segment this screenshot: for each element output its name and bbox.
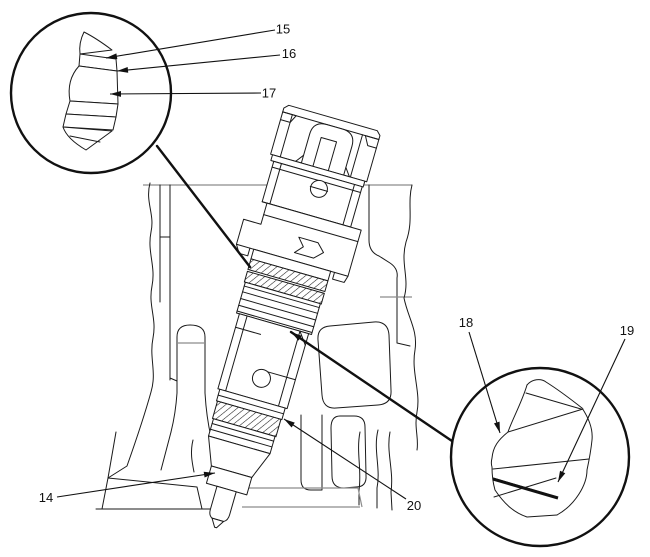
engine-left-verticals (159, 184, 178, 382)
mid-body-inner-lines (225, 315, 306, 407)
clamp-block-step (263, 214, 359, 243)
leader-line-19 (557, 338, 626, 483)
callout-label-20: 20 (407, 498, 421, 513)
solenoid-inner-lines (269, 163, 362, 226)
leader-line-20 (283, 418, 407, 500)
detail-b-connector-line (289, 330, 454, 443)
detail-circle-top-left (9, 11, 173, 175)
detail-b-mid-band-line (492, 458, 590, 470)
callout-label-15: 15 (276, 22, 290, 37)
fuel-injector (205, 104, 381, 529)
callout-14: 14 (39, 471, 216, 505)
engine-right-inner-contour (368, 184, 411, 347)
detail-a-top-wedge (79, 31, 113, 55)
nozzle-tip (209, 485, 237, 522)
detail-a-connector-line (155, 144, 252, 269)
detail-a-band-2 (68, 65, 119, 105)
leader-line-17 (109, 91, 262, 97)
callout-16: 16 (116, 46, 296, 73)
injector-band (270, 154, 366, 188)
callout-label-16: 16 (282, 46, 296, 61)
bottom-slab-right-gray (240, 487, 363, 508)
detail-b-left-outline (490, 384, 558, 518)
seal-ring-lines (236, 285, 320, 334)
right-lower-pocket (330, 415, 367, 489)
detail-circle-b-outline (449, 366, 631, 548)
detail-b-top-flap (525, 379, 583, 410)
engine-cross-section (95, 182, 419, 511)
detail-circle-bottom-right (449, 366, 631, 548)
leader-line-14 (56, 471, 216, 498)
callout-label-14: 14 (39, 490, 53, 505)
top-block-inner-verticals (279, 114, 364, 178)
leader-line-16 (116, 54, 281, 73)
callout-label-17: 17 (262, 86, 276, 101)
leader-line-15 (105, 29, 276, 60)
thread-band-upper-1 (247, 258, 329, 293)
callout-20: 20 (283, 418, 421, 513)
detail-a-inner-line (69, 135, 101, 143)
detail-b-seal-seam (492, 477, 559, 500)
center-lower-pocket (300, 414, 323, 491)
engine-left-outer-edge (107, 182, 155, 479)
leader-line-18 (468, 331, 501, 434)
callout-18: 18 (459, 315, 501, 434)
solenoid-screw-slot (309, 185, 329, 192)
engine-right-outer-edge (403, 184, 419, 451)
right-mid-pocket (317, 321, 392, 409)
lower-ring-lines-2 (209, 423, 275, 448)
callout-label-18: 18 (459, 315, 473, 330)
left-pocket (170, 324, 212, 438)
clamp-yoke-slot (312, 136, 338, 172)
top-block-corner-notches (280, 111, 380, 149)
detail-b-right-edge (556, 407, 593, 516)
callout-17: 17 (109, 86, 276, 101)
left-leg-lines (107, 431, 215, 479)
clamp-dovetail-slot (293, 236, 325, 259)
seal-ring-stack (236, 281, 321, 335)
callout-15: 15 (105, 22, 290, 60)
nozzle-tip-point (211, 517, 225, 529)
lower-ring-lines (217, 394, 285, 415)
detail-a-bottom-wedge (62, 126, 113, 151)
clamp-feet (235, 243, 349, 283)
callout-19: 19 (557, 323, 634, 483)
callout-label-19: 19 (620, 323, 634, 338)
body-hole (251, 368, 271, 388)
detail-a-band-4 (62, 113, 117, 131)
detail-b-seat-edge (507, 408, 584, 433)
